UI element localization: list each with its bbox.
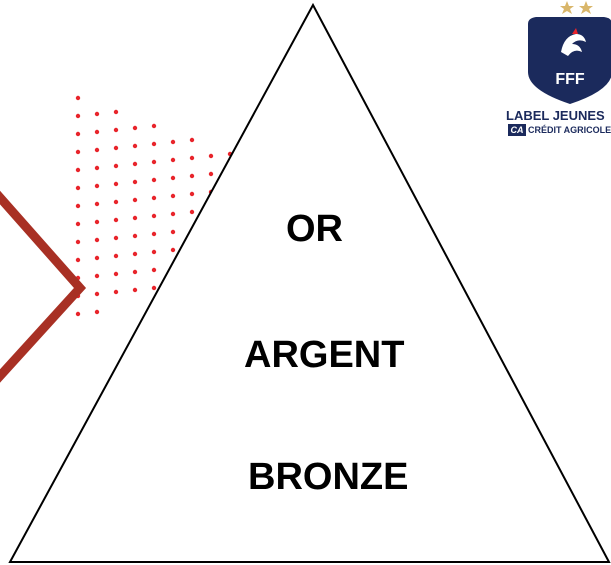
decorative-dot bbox=[75, 203, 81, 209]
fff-label-jeunes-logo: FFF LABEL JEUNES CA CRÉDIT AGRICOLE bbox=[506, 0, 611, 140]
credit-agricole-mark-icon: CA bbox=[508, 124, 526, 136]
decorative-dot bbox=[94, 165, 100, 171]
decorative-dot bbox=[75, 239, 81, 245]
decorative-dot bbox=[132, 233, 138, 239]
decorative-dot bbox=[75, 113, 81, 119]
decorative-dot bbox=[75, 257, 81, 263]
decorative-dot bbox=[189, 155, 195, 161]
decorative-dot bbox=[75, 149, 81, 155]
decorative-dot bbox=[113, 199, 119, 205]
tier-label-or: OR bbox=[286, 208, 343, 250]
decorative-dot bbox=[94, 273, 100, 279]
tier-label-argent: ARGENT bbox=[244, 334, 405, 376]
decorative-dot bbox=[94, 129, 100, 135]
decorative-dot bbox=[151, 213, 157, 219]
decorative-dot bbox=[75, 167, 81, 173]
decorative-dot bbox=[94, 147, 100, 153]
decorative-dot bbox=[113, 235, 119, 241]
decorative-dot bbox=[151, 177, 157, 183]
decorative-dot bbox=[75, 311, 81, 317]
decorative-dot bbox=[189, 209, 195, 215]
decorative-dot bbox=[132, 197, 138, 203]
decorative-dot bbox=[208, 153, 214, 159]
decorative-dot bbox=[132, 215, 138, 221]
credit-agricole-text: CRÉDIT AGRICOLE bbox=[528, 125, 611, 135]
decorative-dot bbox=[132, 269, 138, 275]
decorative-dot bbox=[94, 255, 100, 261]
fff-wordmark: FFF bbox=[555, 71, 585, 88]
decorative-dot bbox=[94, 291, 100, 297]
decorative-dot bbox=[113, 109, 119, 115]
decorative-dot bbox=[94, 201, 100, 207]
decorative-dot bbox=[132, 287, 138, 293]
decorative-dot bbox=[113, 181, 119, 187]
decorative-dot bbox=[132, 143, 138, 149]
decorative-dot bbox=[170, 157, 176, 163]
decorative-dot bbox=[151, 249, 157, 255]
decorative-dot bbox=[151, 267, 157, 273]
decorative-dot bbox=[94, 309, 100, 315]
decorative-dot bbox=[94, 183, 100, 189]
decorative-dot bbox=[132, 161, 138, 167]
decorative-dot bbox=[151, 123, 157, 129]
decorative-dot bbox=[132, 179, 138, 185]
decorative-dot bbox=[113, 217, 119, 223]
decorative-dot bbox=[132, 125, 138, 131]
decorative-dot bbox=[113, 127, 119, 133]
fff-shield-icon: FFF bbox=[528, 1, 611, 104]
decorative-dot bbox=[113, 271, 119, 277]
decorative-dot bbox=[75, 95, 81, 101]
decorative-dot bbox=[75, 131, 81, 137]
decorative-dot bbox=[189, 173, 195, 179]
decorative-dot bbox=[170, 229, 176, 235]
decorative-dot bbox=[151, 159, 157, 165]
decorative-dot bbox=[151, 285, 157, 291]
decorative-dot bbox=[170, 139, 176, 145]
decorative-dot bbox=[75, 221, 81, 227]
decorative-dot bbox=[170, 193, 176, 199]
tier-label-bronze: BRONZE bbox=[248, 456, 409, 498]
decorative-dot bbox=[113, 145, 119, 151]
decorative-dot bbox=[151, 195, 157, 201]
label-jeunes-text: LABEL JEUNES bbox=[506, 108, 605, 123]
decorative-dot bbox=[132, 251, 138, 257]
decorative-dot bbox=[113, 163, 119, 169]
decorative-dot bbox=[75, 185, 81, 191]
decorative-dot bbox=[189, 191, 195, 197]
decorative-dot bbox=[94, 219, 100, 225]
decorative-dot bbox=[170, 247, 176, 253]
decorative-dot bbox=[170, 175, 176, 181]
decorative-dot bbox=[113, 289, 119, 295]
decorative-dot bbox=[151, 141, 157, 147]
decorative-dot bbox=[189, 137, 195, 143]
decorative-dot bbox=[94, 237, 100, 243]
decorative-dot bbox=[208, 171, 214, 177]
decorative-dot bbox=[113, 253, 119, 259]
decorative-dot bbox=[151, 231, 157, 237]
decorative-dot bbox=[94, 111, 100, 117]
decorative-dot bbox=[170, 211, 176, 217]
